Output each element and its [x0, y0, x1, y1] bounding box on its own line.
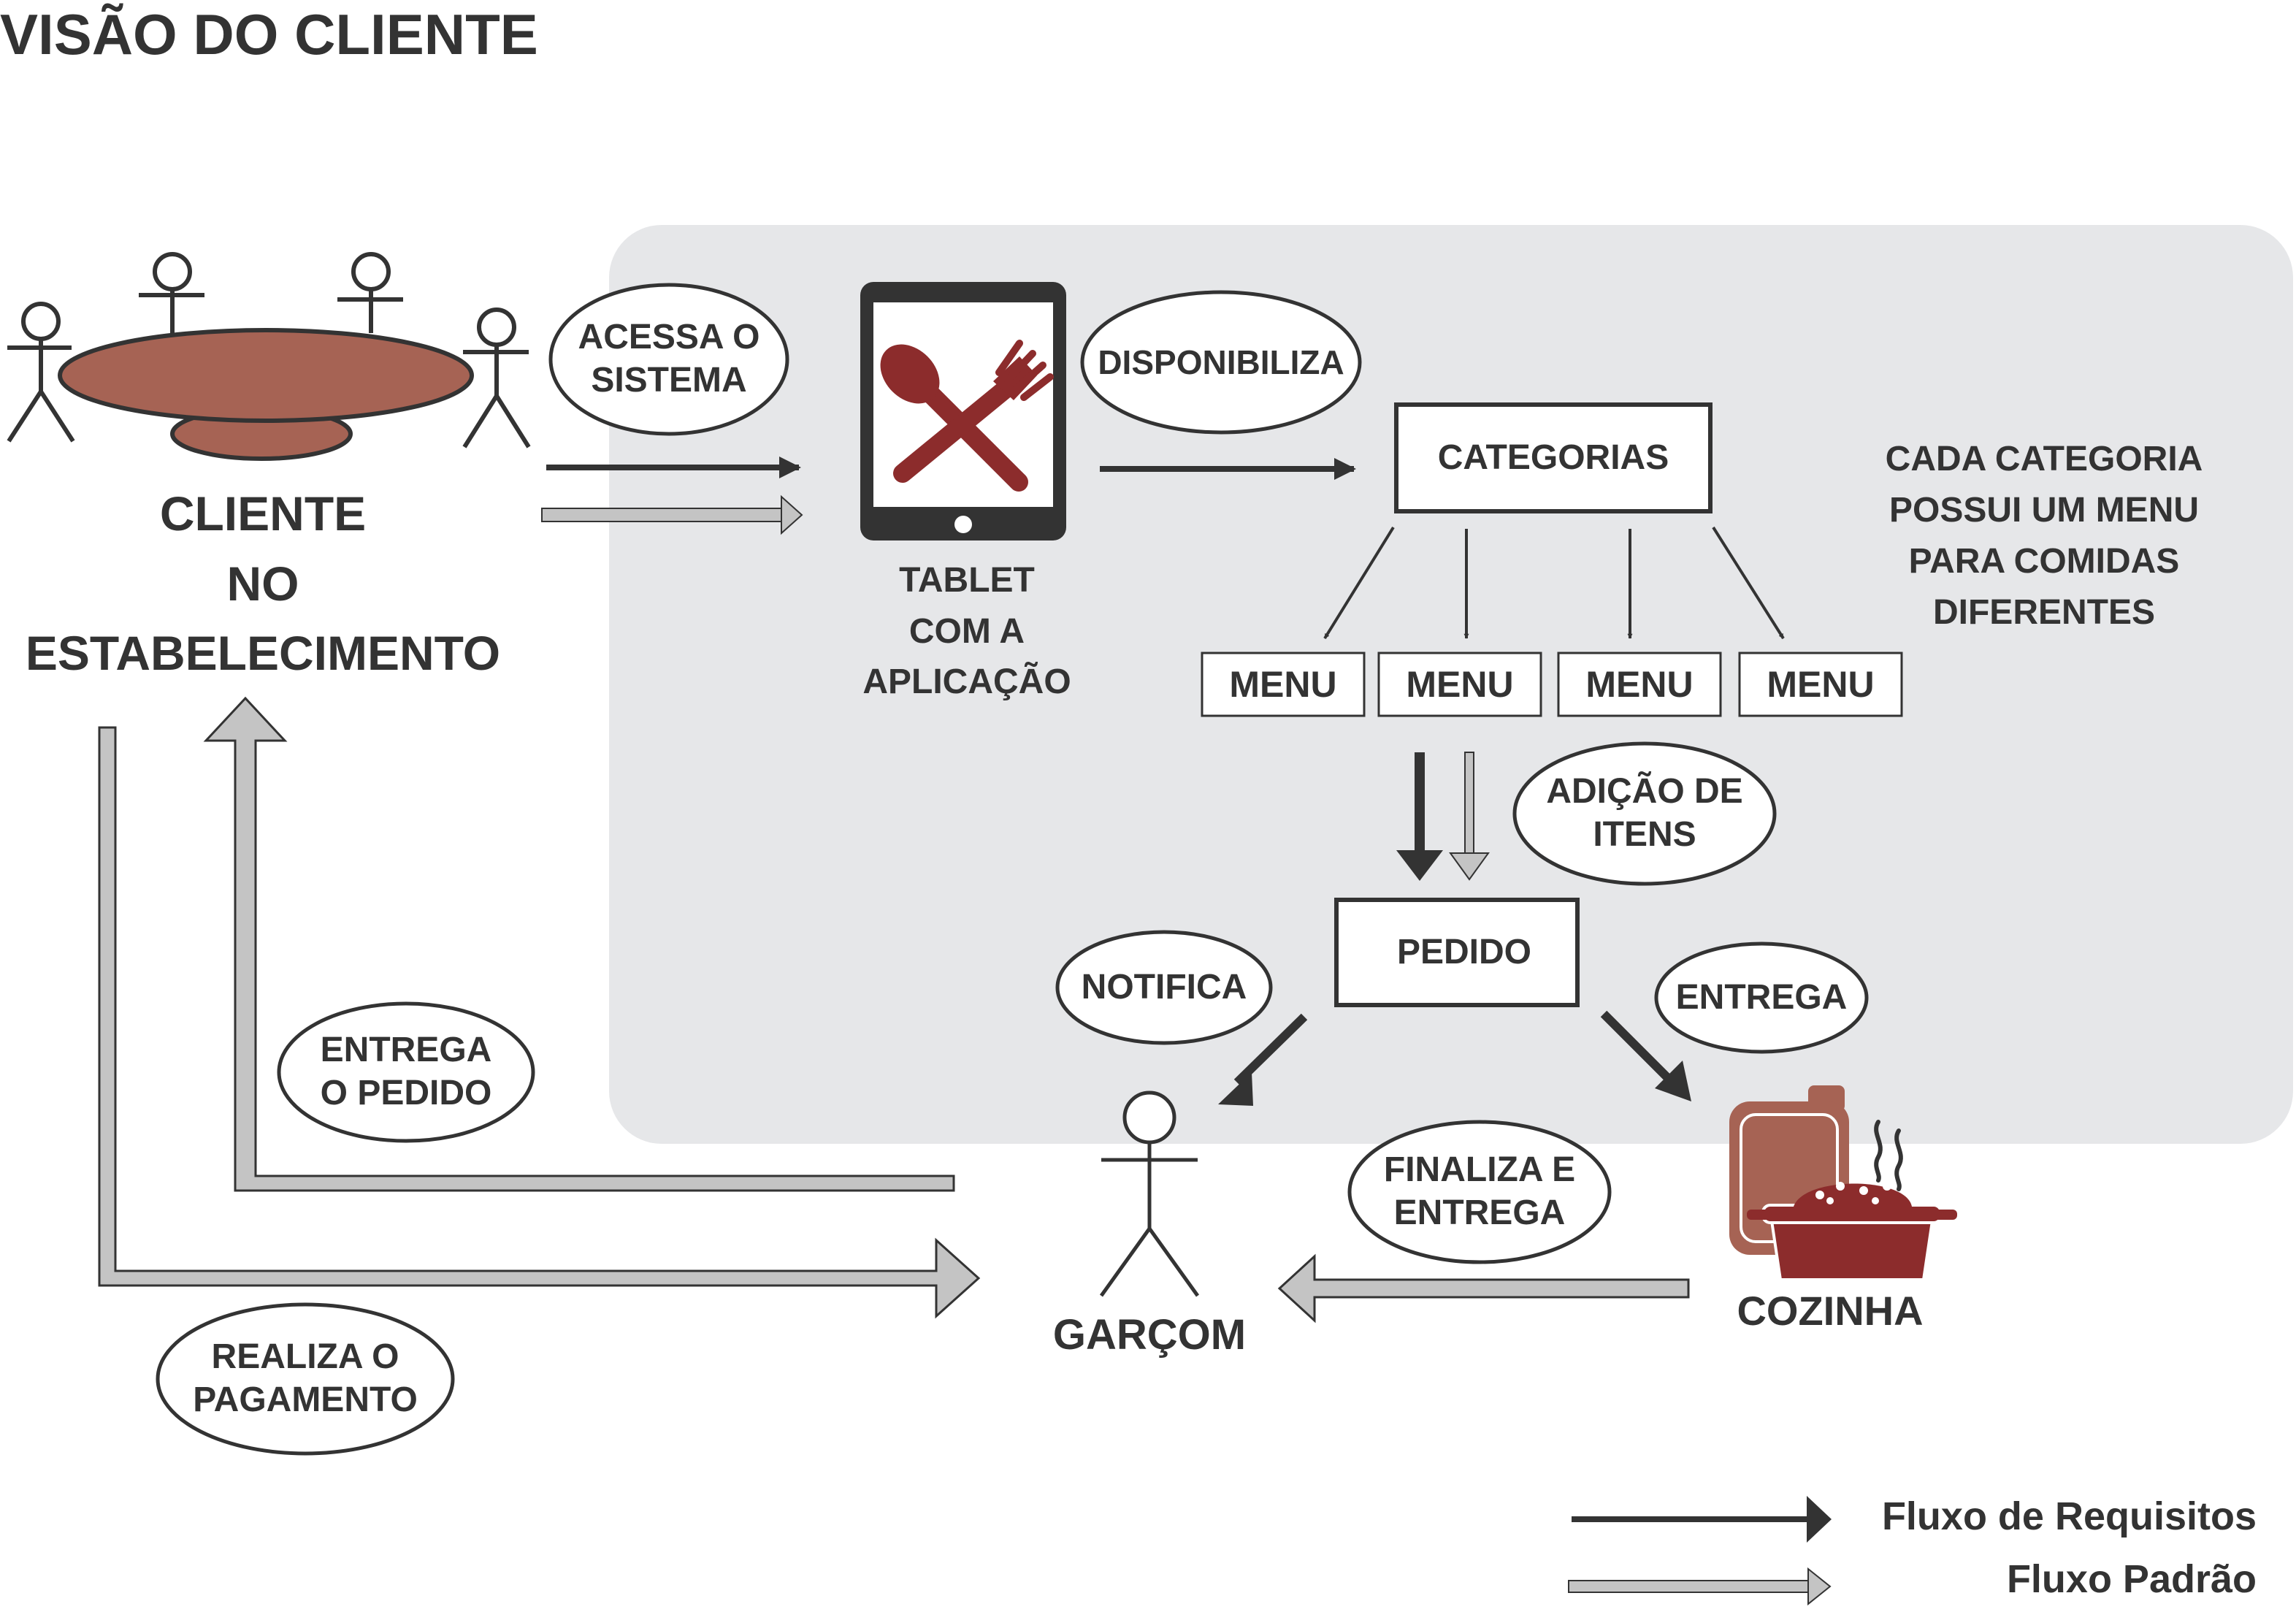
kitchen-group	[1729, 1085, 1957, 1281]
flow-client-to-waiter-payment	[98, 726, 981, 1319]
menu-label: MENU	[1406, 663, 1514, 705]
order-label: PEDIDO	[1396, 932, 1532, 971]
stick-figure-icon	[7, 302, 75, 443]
menu-label: MENU	[1585, 663, 1694, 705]
menu-label: MENU	[1229, 663, 1337, 705]
menu-box	[1377, 652, 1542, 717]
flow-order-to-kitchen	[1600, 1010, 1673, 1083]
categories-box	[1394, 402, 1713, 513]
menu-box	[1738, 652, 1903, 717]
flow-waiter-to-client-delivery	[203, 696, 955, 1192]
oval-deliver-label: ENTREGA	[1675, 977, 1848, 1017]
menu-box	[1557, 652, 1722, 717]
kitchen-label: COZINHA	[1737, 1288, 1924, 1334]
stick-figure-icon	[337, 252, 403, 333]
stick-figure-icon	[462, 307, 531, 448]
flow-order-to-waiter	[1233, 1013, 1308, 1086]
oval-deliver-order	[277, 1001, 535, 1143]
oval-access-system-label: ACESSA O SISTEMA	[578, 318, 760, 400]
oval-deliver-order-label: ENTREGA O PEDIDO	[320, 1031, 492, 1112]
flow-menu-to-order	[1396, 752, 1490, 881]
oval-provides	[1080, 290, 1362, 435]
order-box	[1334, 898, 1580, 1007]
categories-label: CATEGORIAS	[1437, 438, 1669, 477]
oval-notify	[1055, 930, 1273, 1045]
casserole-dish-icon	[1747, 1182, 1957, 1281]
stick-figure-icon	[139, 252, 204, 333]
legend-standard-arrow	[1568, 1567, 1832, 1606]
flow-kitchen-to-waiter	[1277, 1253, 1690, 1323]
menu-box	[1201, 652, 1366, 717]
arrow-categories-menu-4	[1712, 526, 1785, 640]
oval-payment-label: REALIZA O PAGAMENTO	[193, 1337, 418, 1419]
oval-finalize-label: FINALIZA E ENTREGA	[1383, 1150, 1576, 1232]
waiter-label: GARÇOM	[1052, 1311, 1247, 1359]
tablet-label: TABLET COM A APLICAÇÃO	[862, 561, 1071, 702]
categories-note: CADA CATEGORIA POSSUI UM MENU PARA COMID…	[1885, 440, 2203, 633]
legend-requirements-label: Fluxo de Requisitos	[1881, 1494, 2257, 1538]
legend-standard-label: Fluxo Padrão	[2006, 1557, 2257, 1601]
stick-figure-icon	[1122, 1090, 1176, 1145]
oval-notify-label: NOTIFICA	[1081, 967, 1247, 1006]
flow-client-to-tablet-standard	[541, 494, 803, 535]
arrow-categories-menu-1	[1323, 526, 1395, 640]
client-label: CLIENTE NO ESTABELECIMENTO	[25, 486, 501, 681]
waiter-figure	[1099, 1090, 1200, 1297]
oval-deliver	[1654, 941, 1869, 1054]
page-title: VISÃO DO CLIENTE	[0, 2, 538, 66]
oval-access-system	[548, 283, 789, 436]
oval-finalize	[1347, 1120, 1612, 1264]
fork-icon	[893, 340, 1054, 483]
oval-add-items-label: ADIÇÃO DE ITENS	[1546, 772, 1743, 854]
oval-payment	[156, 1302, 455, 1456]
tablet-icon	[860, 282, 1066, 540]
client-group	[7, 252, 531, 461]
menu-label: MENU	[1767, 663, 1875, 705]
steam-icon	[1874, 1120, 1903, 1191]
oval-provides-label: DISPONIBILIZA	[1098, 343, 1344, 381]
legend	[1568, 1496, 1832, 1606]
oval-add-items	[1512, 741, 1777, 886]
